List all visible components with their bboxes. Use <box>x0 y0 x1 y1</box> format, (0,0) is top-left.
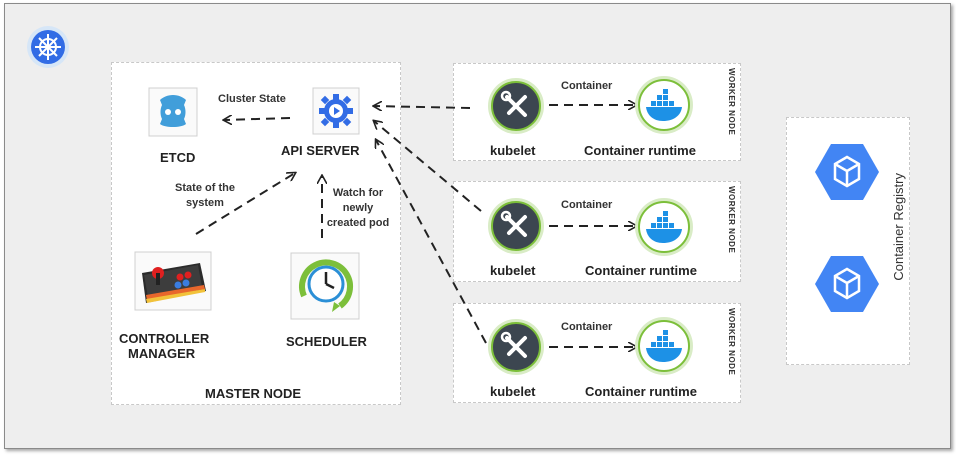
container-registry-icon <box>815 256 879 312</box>
cluster-state-label: Cluster State <box>218 93 286 105</box>
container-runtime-label-1: Container runtime <box>584 143 696 158</box>
arrow-kubelet1-to-api <box>374 106 471 108</box>
state-of-system-line-1: State of the <box>175 182 235 194</box>
arrow-kubelet3-to-api <box>376 140 487 344</box>
watch-line-3: created pod <box>326 217 390 229</box>
scheduler-icon <box>290 252 360 320</box>
kubernetes-logo-icon <box>27 26 69 68</box>
arrow-controller-to-api <box>195 173 295 235</box>
controller-manager-icon <box>134 251 212 311</box>
worker-node-label-1: WORKER NODE <box>727 68 736 136</box>
container-runtime-label-2: Container runtime <box>585 263 697 278</box>
controller-manager-line-2: MANAGER <box>128 346 196 361</box>
kubelet-icon <box>488 198 544 254</box>
etcd-icon <box>148 87 198 137</box>
docker-icon <box>635 198 693 256</box>
kubelet-label-3: kubelet <box>490 384 536 399</box>
kubelet-icon <box>488 78 544 134</box>
container-registry-icon <box>815 144 879 200</box>
container-edge-label-2: Container <box>561 199 613 211</box>
arrow-api-to-etcd <box>224 118 291 120</box>
kubelet-icon <box>488 319 544 375</box>
state-of-system-label: State of the system <box>165 181 245 211</box>
scheduler-label: SCHEDULER <box>286 334 367 349</box>
container-edge-label-3: Container <box>561 321 613 333</box>
api-server-label: API SERVER <box>281 143 360 158</box>
arrow-kubelet2-to-api <box>374 121 482 212</box>
worker-node-label-2: WORKER NODE <box>727 186 736 254</box>
master-node-label: MASTER NODE <box>205 386 302 401</box>
api-server-icon <box>312 87 360 135</box>
watch-line-2: newly <box>342 202 374 214</box>
docker-icon <box>635 76 693 134</box>
watch-label: Watch for newly created pod <box>322 186 394 231</box>
kubelet-label-1: kubelet <box>490 143 536 158</box>
state-of-system-line-2: system <box>186 197 224 209</box>
kubelet-label-2: kubelet <box>490 263 536 278</box>
controller-manager-label: CONTROLLER MANAGER <box>119 331 209 361</box>
container-registry-box <box>786 117 910 365</box>
etcd-label: ETCD <box>160 150 196 165</box>
container-runtime-label-3: Container runtime <box>585 384 697 399</box>
docker-icon <box>635 317 693 375</box>
worker-node-label-3: WORKER NODE <box>727 308 736 376</box>
container-edge-label-1: Container <box>561 80 613 92</box>
controller-manager-line-1: CONTROLLER <box>119 331 210 346</box>
watch-line-1: Watch for <box>332 187 384 199</box>
